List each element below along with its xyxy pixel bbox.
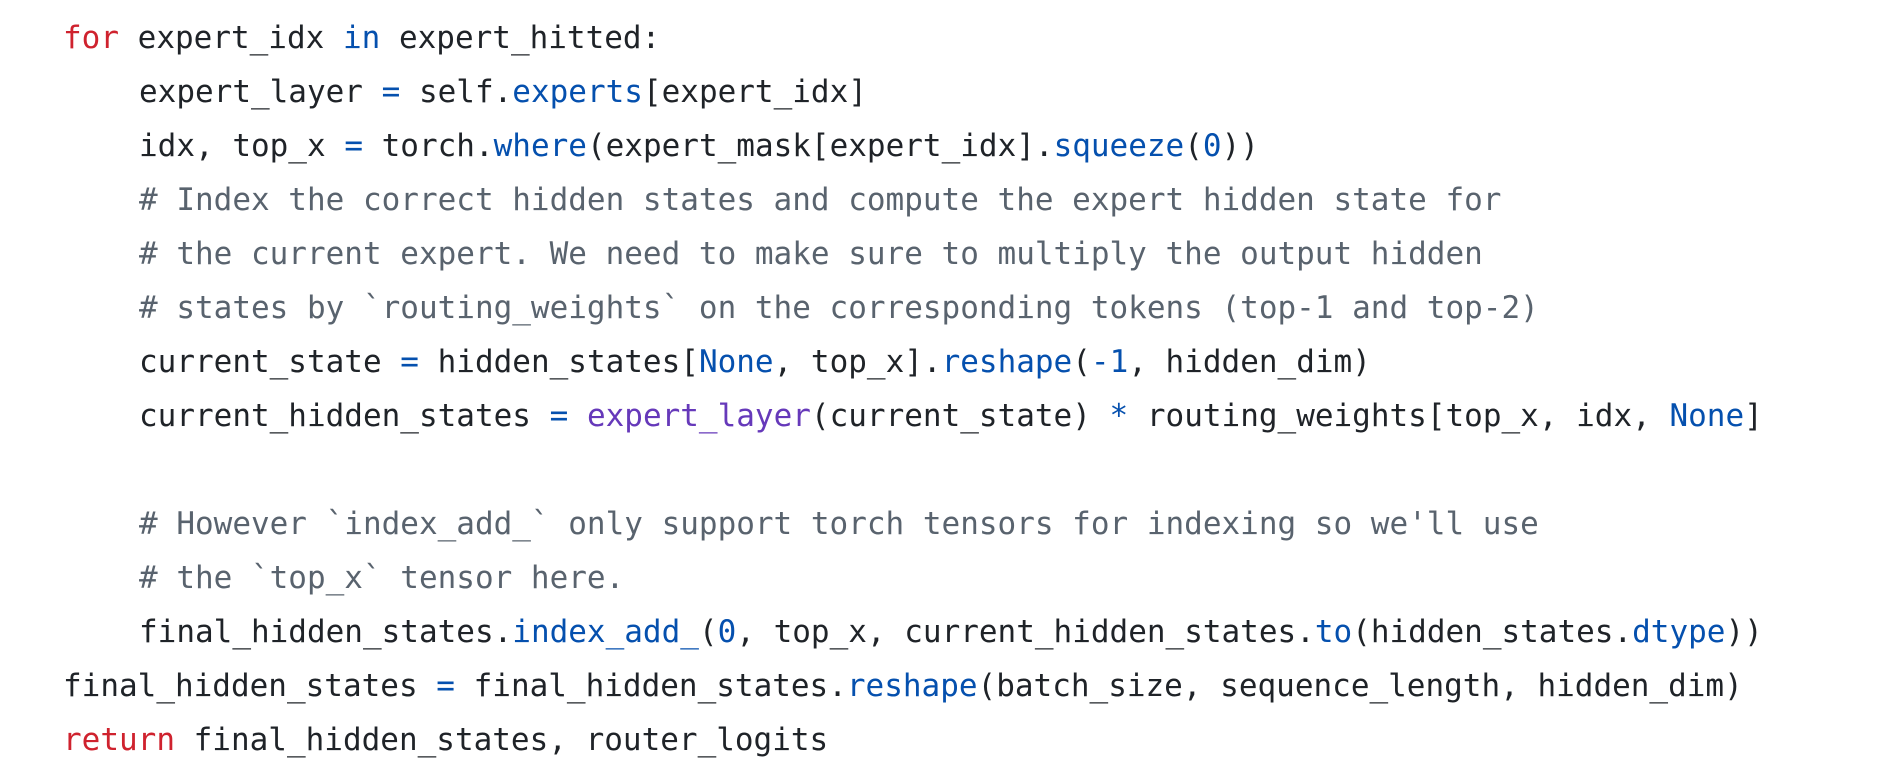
code-token: torch. <box>362 128 494 164</box>
code-token: hidden_states[ <box>418 344 699 380</box>
code-token: (batch_size, sequence_length, hidden_dim… <box>977 668 1743 704</box>
code-token: # the current expert. We need to make su… <box>139 236 1483 272</box>
code-token: )) <box>1725 614 1763 650</box>
code-token: # However `index_add_` only support torc… <box>139 506 1539 542</box>
code-token: expert_hitted: <box>380 20 661 56</box>
code-line: final_hidden_states = final_hidden_state… <box>63 659 1743 713</box>
code-token: final_hidden_states. <box>454 668 847 704</box>
code-token: reshape <box>941 344 1073 380</box>
code-token <box>568 398 587 434</box>
code-token: None <box>698 344 774 380</box>
code-token: squeeze <box>1053 128 1185 164</box>
code-token: idx, top_x <box>139 128 345 164</box>
code-line: return final_hidden_states, router_logit… <box>63 713 828 767</box>
code-line: final_hidden_states.index_add_(0, top_x,… <box>139 605 1763 659</box>
code-token: where <box>493 128 587 164</box>
code-token: -1 <box>1090 344 1129 380</box>
code-token: # Index the correct hidden states and co… <box>139 182 1502 218</box>
code-token: expert_layer <box>139 74 382 110</box>
code-token: # states by `routing_weights` on the cor… <box>139 290 1539 326</box>
code-token: , top_x, current_hidden_states. <box>736 614 1315 650</box>
code-token: ( <box>1072 344 1091 380</box>
code-token: ( <box>698 614 718 650</box>
code-token: routing_weights[top_x, idx, <box>1128 398 1670 434</box>
code-line: current_hidden_states = expert_layer(cur… <box>139 389 1763 443</box>
code-token: = <box>436 668 455 704</box>
code-token: 0 <box>1202 128 1222 164</box>
code-line: # states by `routing_weights` on the cor… <box>139 281 1539 335</box>
code-token: = <box>549 398 569 434</box>
code-token: ] <box>1744 398 1763 434</box>
code-line: # the `top_x` tensor here. <box>139 551 624 605</box>
code-token: # the `top_x` tensor here. <box>139 560 625 596</box>
code-token: = <box>344 128 363 164</box>
code-token: = <box>400 344 419 380</box>
code-token: )) <box>1221 128 1259 164</box>
code-token: current_state <box>139 344 401 380</box>
code-line: expert_layer = self.experts[expert_idx] <box>139 65 867 119</box>
code-token: ( <box>1184 128 1203 164</box>
code-line: current_state = hidden_states[None, top_… <box>139 335 1371 389</box>
code-token: expert_idx <box>119 20 343 56</box>
code-token: 0 <box>717 614 737 650</box>
code-token: final_hidden_states, router_logits <box>174 722 829 758</box>
code-token: return <box>63 722 175 758</box>
code-token: reshape <box>846 668 978 704</box>
code-token: (current_state) <box>810 398 1110 434</box>
code-token: dtype <box>1632 614 1726 650</box>
code-token: None <box>1669 398 1745 434</box>
code-token: current_hidden_states <box>139 398 550 434</box>
code-token: , top_x]. <box>773 344 942 380</box>
code-line: # However `index_add_` only support torc… <box>139 497 1539 551</box>
code-token: index_add_ <box>512 614 699 650</box>
code-line: for expert_idx in expert_hitted: <box>63 11 660 65</box>
code-token: final_hidden_states <box>63 668 437 704</box>
code-token: [expert_idx] <box>642 74 867 110</box>
code-line: # the current expert. We need to make su… <box>139 227 1483 281</box>
code-token: self. <box>400 74 513 110</box>
code-token: to <box>1314 614 1353 650</box>
code-token: for <box>63 20 119 56</box>
code-token: = <box>381 74 401 110</box>
code-token: (hidden_states. <box>1352 614 1633 650</box>
code-token: expert_layer <box>586 398 811 434</box>
code-line: idx, top_x = torch.where(expert_mask[exp… <box>139 119 1259 173</box>
code-token: , hidden_dim) <box>1128 344 1371 380</box>
code-token: final_hidden_states. <box>139 614 513 650</box>
code-token: in <box>342 20 381 56</box>
code-line: # Index the correct hidden states and co… <box>139 173 1501 227</box>
code-token: * <box>1109 398 1129 434</box>
code-token: (expert_mask[expert_idx]. <box>586 128 1054 164</box>
code-token: experts <box>512 74 643 110</box>
